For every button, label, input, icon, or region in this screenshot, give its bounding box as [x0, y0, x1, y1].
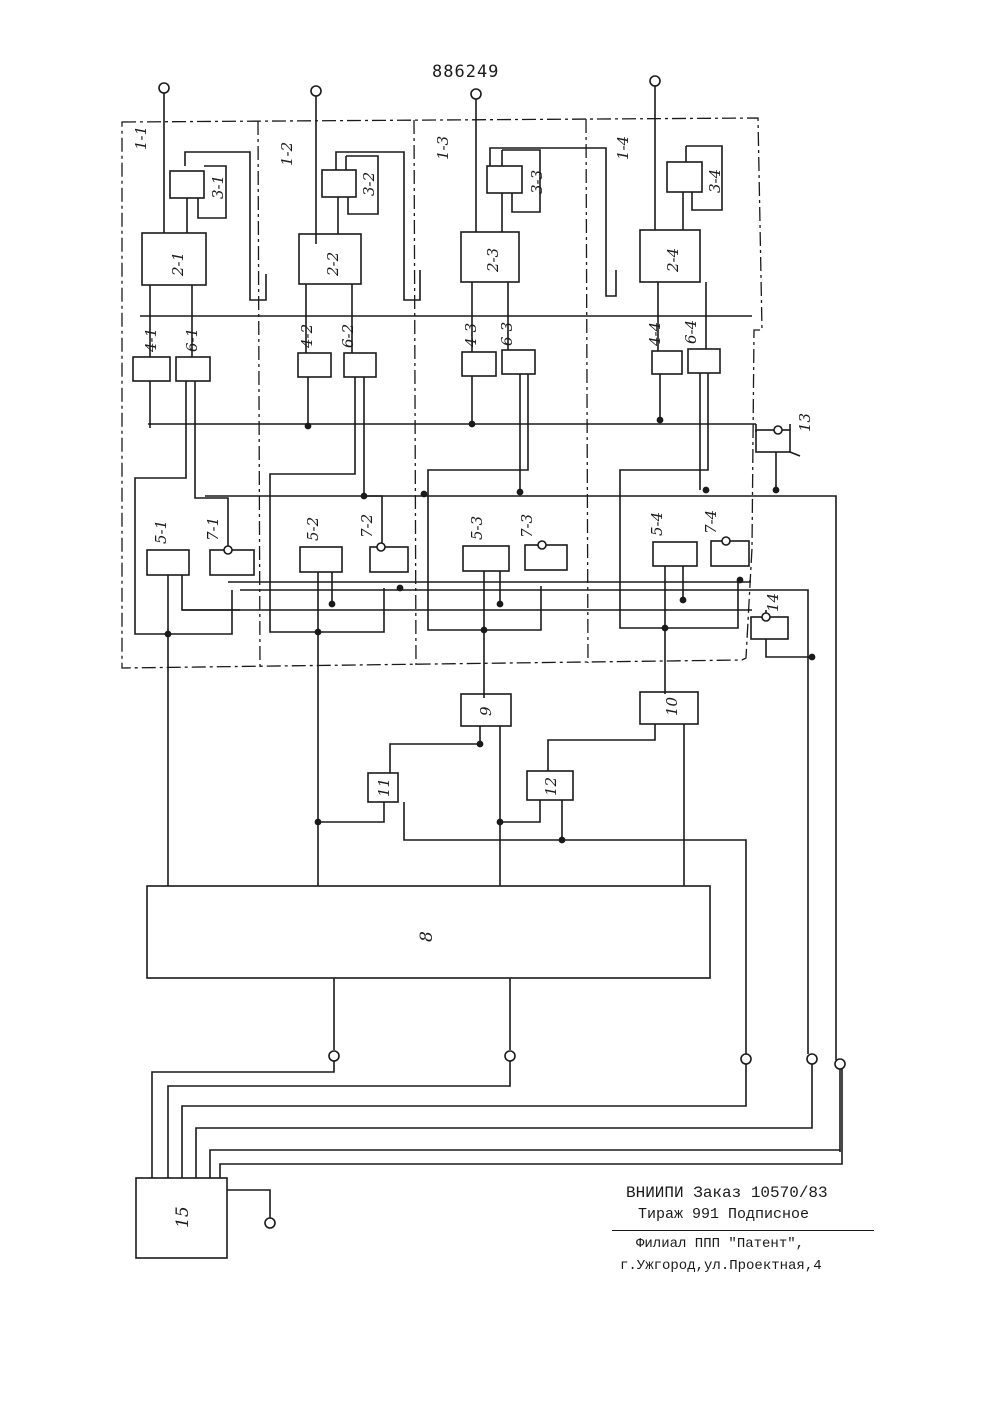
- shared-buses: [140, 316, 836, 1060]
- label-5-1: 5-1: [152, 520, 170, 544]
- label-10: 10: [663, 696, 681, 716]
- stage-2-output-terminal[interactable]: [311, 86, 321, 96]
- inverter-7-2-icon: [377, 543, 385, 551]
- label-6-4: 6-4: [682, 320, 700, 344]
- block-8-element: [147, 668, 710, 1050]
- stage-4-output-terminal[interactable]: [650, 76, 660, 86]
- block-3-4: [667, 162, 702, 192]
- label-3-2: 3-2: [360, 172, 378, 196]
- label-5-4: 5-4: [648, 512, 666, 536]
- imprint-order-line: ВНИИПИ Заказ 10570/83: [626, 1184, 828, 1202]
- label-group-1-1: 1-1: [132, 126, 150, 150]
- output-terminals: [329, 1051, 845, 1069]
- stage-boundaries: [122, 118, 762, 668]
- stage-1-output-terminal[interactable]: [159, 83, 169, 93]
- block-3-2: [322, 170, 356, 197]
- block-4-4: [652, 351, 682, 374]
- block-4-1: [133, 357, 170, 381]
- label-7-3: 7-3: [518, 514, 536, 538]
- labels: 1-1 1-2 1-3 1-4 3-1 3-2 3-3 3-4 2-1 2-2 …: [132, 126, 814, 1228]
- label-group-1-3: 1-3: [434, 136, 452, 160]
- output-terminal-2[interactable]: [505, 1051, 515, 1061]
- block-6-4: [688, 349, 720, 373]
- label-7-4: 7-4: [702, 510, 720, 534]
- output-terminal-1[interactable]: [329, 1051, 339, 1061]
- label-4-3: 4-3: [462, 323, 480, 348]
- label-8: 8: [417, 931, 437, 942]
- label-15: 15: [173, 1206, 193, 1228]
- label-group-1-4: 1-4: [614, 136, 632, 160]
- imprint-branch-line: Филиал ППП "Патент",: [636, 1236, 804, 1252]
- inverter-13-icon: [774, 426, 782, 434]
- block-3-3: [487, 166, 522, 193]
- label-2-2: 2-2: [324, 252, 342, 277]
- label-14: 14: [764, 593, 782, 612]
- label-2-1: 2-1: [169, 252, 187, 277]
- stage-separator-1: [258, 121, 260, 667]
- imprint-circulation-line: Тираж 991 Подписное: [638, 1206, 809, 1223]
- label-5-3: 5-3: [468, 516, 486, 540]
- label-13: 13: [796, 413, 814, 432]
- enclosure-outline: [122, 118, 762, 668]
- block-6-2: [344, 353, 376, 377]
- imprint-divider: [612, 1230, 874, 1231]
- stage-separator-2: [414, 120, 416, 665]
- label-7-1: 7-1: [204, 517, 222, 541]
- middle-logic: [315, 692, 746, 1054]
- stage-1: [133, 83, 266, 668]
- block-15-element: [136, 1061, 842, 1258]
- block-14: [751, 617, 788, 639]
- label-9: 9: [477, 706, 495, 716]
- block-5-3: [463, 546, 509, 571]
- label-6-1: 6-1: [183, 328, 201, 352]
- block-7-1: [210, 550, 254, 575]
- block-7-4: [711, 541, 749, 566]
- label-3-1: 3-1: [209, 175, 227, 199]
- label-4-4: 4-4: [646, 322, 664, 347]
- block-5-4: [653, 542, 697, 566]
- label-12: 12: [542, 777, 560, 796]
- block-13: [756, 430, 790, 452]
- block-4-2: [298, 353, 331, 377]
- label-11: 11: [375, 778, 393, 797]
- label-2-3: 2-3: [484, 248, 502, 273]
- inverter-7-3-icon: [538, 541, 546, 549]
- imprint-address-line: г.Ужгород,ул.Проектная,4: [620, 1258, 822, 1274]
- stage-3-output-terminal[interactable]: [471, 89, 481, 99]
- block-5-2: [300, 547, 342, 572]
- output-terminal-5[interactable]: [835, 1059, 845, 1069]
- label-3-3: 3-3: [528, 170, 546, 194]
- block-6-3: [502, 350, 535, 374]
- block-3-1: [170, 171, 204, 198]
- label-4-2: 4-2: [298, 324, 316, 349]
- stage-2: [270, 86, 420, 668]
- output-terminal-4[interactable]: [807, 1054, 817, 1064]
- label-7-2: 7-2: [358, 514, 376, 538]
- label-5-2: 5-2: [304, 517, 322, 541]
- block-6-1: [176, 357, 210, 381]
- inverter-7-4-icon: [722, 537, 730, 545]
- label-group-1-2: 1-2: [278, 142, 296, 166]
- block-7-3: [525, 545, 567, 570]
- block-15-terminal[interactable]: [265, 1218, 275, 1228]
- block-7-2: [370, 547, 408, 572]
- label-6-2: 6-2: [339, 324, 357, 348]
- stage-4: [620, 76, 749, 694]
- block-5-1: [147, 550, 189, 575]
- block-4-3: [462, 352, 496, 376]
- block-13-element: [756, 424, 800, 490]
- inverter-7-1-icon: [224, 546, 232, 554]
- inverter-14-icon: [762, 613, 770, 621]
- block-14-element: [751, 610, 815, 660]
- label-6-3: 6-3: [498, 322, 516, 346]
- label-2-4: 2-4: [664, 248, 682, 273]
- label-4-1: 4-1: [142, 328, 160, 353]
- output-terminal-3[interactable]: [741, 1054, 751, 1064]
- label-3-4: 3-4: [706, 169, 724, 193]
